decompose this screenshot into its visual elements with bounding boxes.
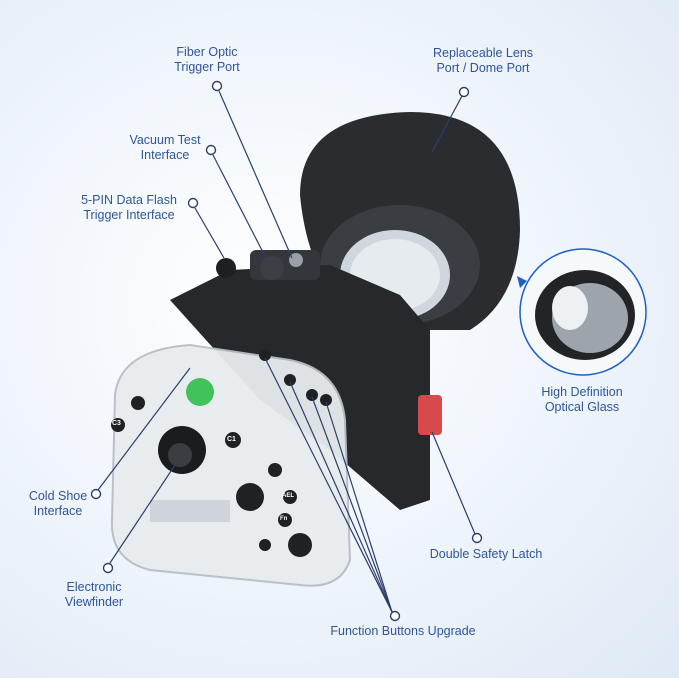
label-line: Function Buttons Upgrade bbox=[330, 624, 476, 638]
button-mark-c3: C3 bbox=[112, 420, 121, 427]
label-line: Viewfinder bbox=[64, 595, 124, 609]
leader-lines bbox=[97, 90, 476, 613]
label-line: Interface bbox=[33, 504, 83, 518]
label-line: Trigger Port bbox=[174, 60, 240, 74]
button-mark-c1: C1 bbox=[227, 436, 236, 443]
label-double-safety-latch: Double Safety Latch bbox=[430, 547, 543, 562]
label-line: Interface bbox=[140, 148, 190, 162]
label-line: High Definition bbox=[541, 385, 623, 399]
optical-glass-magnifier bbox=[517, 248, 647, 376]
label-line: Port / Dome Port bbox=[436, 61, 530, 75]
label-line: Vacuum Test bbox=[129, 133, 201, 147]
button-mark-fn: Fn bbox=[280, 516, 288, 522]
label-function-buttons-upgrade: Function Buttons Upgrade bbox=[330, 624, 475, 639]
label-line: Electronic bbox=[66, 580, 122, 594]
label-line: Replaceable Lens bbox=[432, 46, 534, 60]
button-mark-ael: AEL bbox=[282, 493, 294, 499]
label-line: Optical Glass bbox=[544, 400, 620, 414]
label-line: Cold Shoe bbox=[28, 489, 88, 503]
label-line: Trigger Interface bbox=[83, 208, 175, 222]
label-line: 5-PIN Data Flash bbox=[81, 193, 177, 207]
transparent-back bbox=[110, 343, 352, 587]
leader-dots bbox=[90, 80, 483, 622]
label-line: Fiber Optic bbox=[176, 45, 238, 59]
label-line: Double Safety Latch bbox=[429, 547, 543, 561]
